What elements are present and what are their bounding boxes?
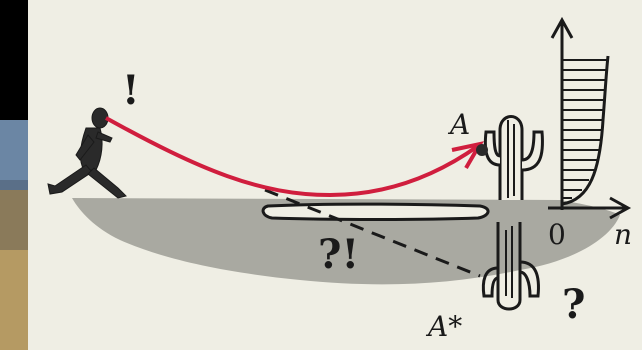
- axis-n-label: n: [614, 218, 632, 251]
- point-a-label: A: [447, 108, 470, 141]
- origin-label: 0: [548, 218, 566, 251]
- question-mirage-label: ?: [562, 281, 585, 328]
- point-a-dot: [476, 144, 488, 156]
- point-a-star-label: A*: [425, 310, 462, 343]
- photo-fragment: [0, 120, 30, 350]
- paper-background: [28, 0, 642, 350]
- question-sand-label: ?!: [318, 231, 359, 278]
- hot-air-puddle: [263, 204, 488, 219]
- exclamation-label: !: [122, 67, 140, 114]
